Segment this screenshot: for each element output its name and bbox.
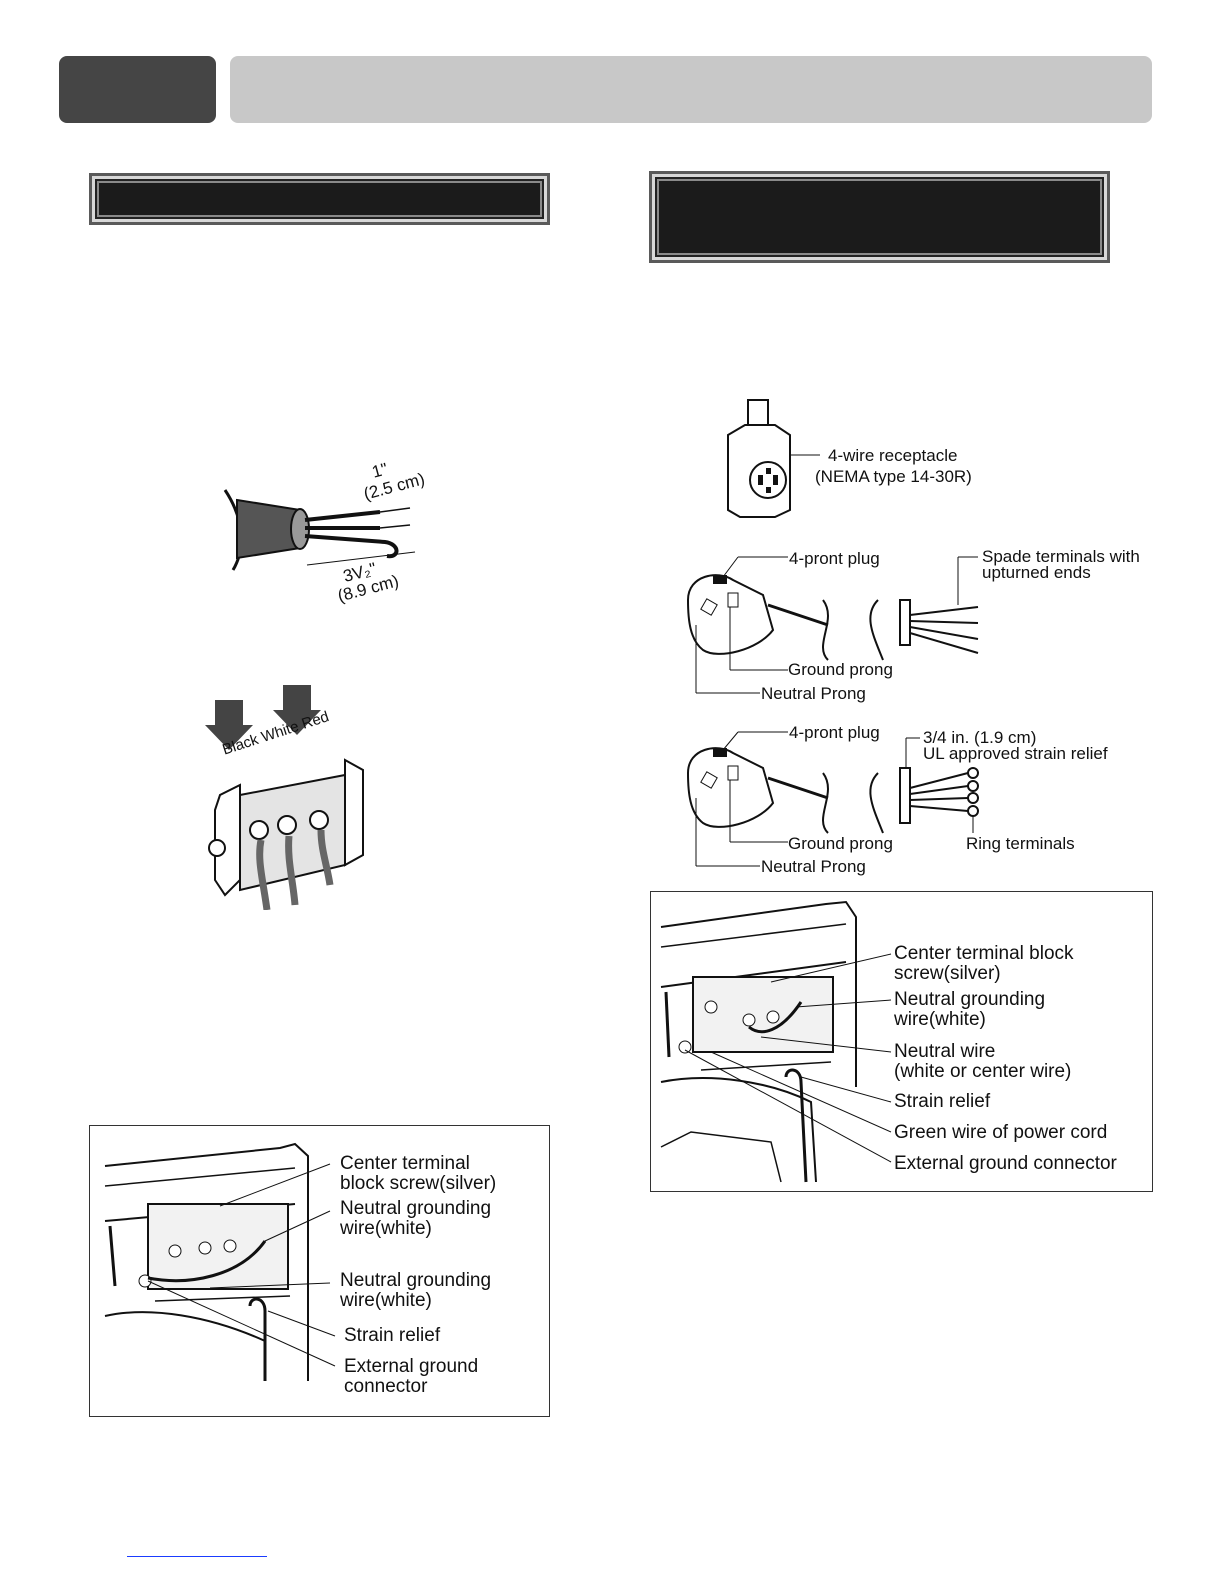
- panel3-label-9: connector: [344, 1376, 428, 1397]
- ring-terminals-label: Ring terminals: [966, 834, 1075, 853]
- panel4-label-7: Strain relief: [894, 1091, 991, 1112]
- spade-plug-label: 4-pront plug: [789, 549, 880, 568]
- receptacle-drawing: [727, 399, 820, 518]
- plug-ring-drawing: [686, 731, 979, 867]
- terminal-block-figure: Black White Red: [195, 680, 380, 910]
- spade-terminals-label-1: Spade terminals with: [982, 547, 1140, 566]
- panel3-label-3: Neutral grounding: [340, 1198, 492, 1219]
- spade-terminals-label-2: upturned ends: [982, 563, 1091, 582]
- panel3-label-6: wire(white): [340, 1290, 432, 1311]
- ring-relief-label-2: UL approved strain relief: [923, 744, 1108, 763]
- receptacle-figure: 4-wire receptacle (NEMA type 14-30R): [720, 395, 1020, 525]
- panel3-label-1: Center terminal: [340, 1153, 470, 1174]
- footer-link-underline[interactable]: [127, 1556, 267, 1557]
- panel3-label-4: wire(white): [340, 1218, 432, 1239]
- plug-spade-drawing: [686, 556, 979, 694]
- panel-3wire-figure: Center terminal block screw(silver) Neut…: [89, 1125, 550, 1417]
- spade-neutral-label: Neutral Prong: [761, 684, 866, 703]
- wire-strip-drawing: [223, 489, 416, 571]
- wire-strip-figure: 1" (2.5 cm) 3V₂" (8.9 cm): [215, 459, 445, 606]
- panel3-label-7: Strain relief: [344, 1325, 441, 1346]
- panel-4wire-figure: Center terminal block screw(silver) Neut…: [650, 891, 1153, 1192]
- panel4-label-2: screw(silver): [894, 963, 1001, 984]
- terminal-block-drawing: [205, 685, 364, 910]
- panel3-label-8: External ground: [344, 1356, 479, 1377]
- panel3-label-2: block screw(silver): [340, 1173, 497, 1194]
- ring-ground-label: Ground prong: [788, 834, 893, 853]
- panel-4wire-drawing: [660, 900, 892, 1183]
- panel4-label-4: wire(white): [894, 1009, 986, 1030]
- ring-plug-label: 4-pront plug: [789, 723, 880, 742]
- plug-spade-figure: 4-pront plug Spade terminals with upturn…: [678, 545, 1158, 705]
- plug-ring-figure: 4-pront plug 3/4 in. (1.9 cm) UL approve…: [678, 718, 1158, 880]
- panel4-label-5: Neutral wire: [894, 1041, 996, 1062]
- panel4-label-8: Green wire of power cord: [894, 1122, 1108, 1143]
- ring-neutral-label: Neutral Prong: [761, 857, 866, 876]
- page-header-bar: [230, 56, 1152, 123]
- receptacle-label-1: 4-wire receptacle: [828, 446, 958, 465]
- receptacle-label-2: (NEMA type 14-30R): [815, 467, 972, 486]
- panel3-label-5: Neutral grounding: [340, 1270, 492, 1291]
- section-header-right: [649, 171, 1110, 263]
- section-header-left: [89, 173, 550, 225]
- panel4-label-9: External ground connector: [894, 1153, 1117, 1174]
- spade-ground-label: Ground prong: [788, 660, 893, 679]
- panel4-label-3: Neutral grounding: [894, 989, 1046, 1010]
- panel4-label-1: Center terminal block: [894, 943, 1074, 964]
- ring-relief-label-1: 3/4 in. (1.9 cm): [923, 728, 1037, 747]
- panel-3wire-drawing: [104, 1142, 336, 1381]
- page-section-tab: [59, 56, 216, 123]
- panel4-label-6: (white or center wire): [894, 1061, 1072, 1082]
